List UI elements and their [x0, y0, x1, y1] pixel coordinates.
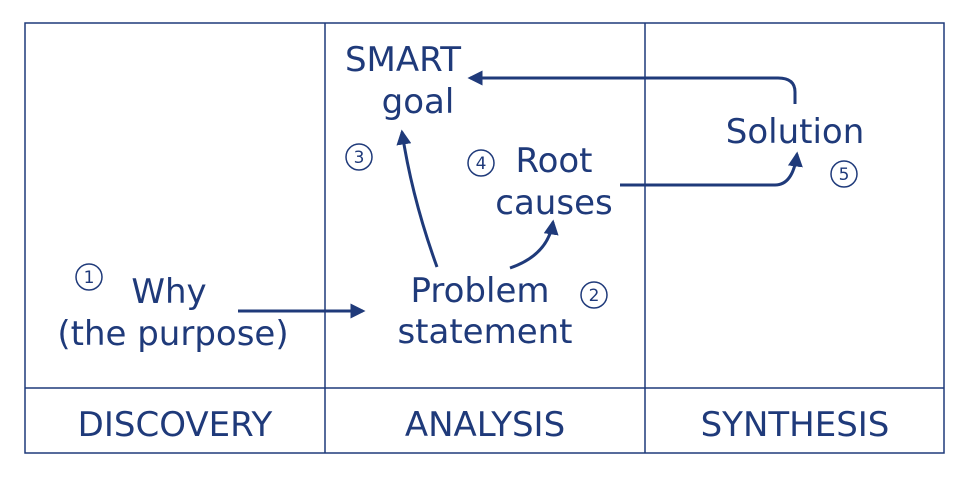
- node-smart-goal: SMART goal 3: [345, 40, 461, 171]
- node-root-causes: Root causes 4: [467, 141, 613, 223]
- step-number-4: 4: [476, 154, 487, 174]
- step-number-5: 5: [839, 165, 850, 185]
- step-badge-1: [75, 263, 103, 291]
- step-badge-2: [580, 281, 608, 309]
- node-problem-line1: Problem: [410, 271, 549, 311]
- node-why-line2: (the purpose): [57, 314, 288, 354]
- node-smart-line1: SMART: [345, 40, 461, 80]
- step-badge-3: [345, 143, 373, 171]
- node-solution-line1: Solution: [726, 112, 865, 152]
- step-badge-5: [830, 160, 858, 188]
- node-smart-line2: goal: [382, 82, 455, 122]
- node-why: Why (the purpose) 1: [57, 263, 289, 354]
- node-root-line2: causes: [495, 183, 612, 223]
- phase-label-synthesis: SYNTHESIS: [701, 405, 890, 445]
- arrow-root-to-solution: [620, 151, 803, 187]
- phase-label-discovery: DISCOVERY: [78, 405, 273, 445]
- node-why-line1: Why: [131, 272, 206, 312]
- arrow-problem-to-smart: [396, 129, 439, 268]
- node-solution: Solution 5: [726, 112, 865, 188]
- arrow-solution-to-smart: [467, 70, 797, 104]
- node-root-line1: Root: [515, 141, 592, 181]
- step-number-1: 1: [84, 268, 95, 288]
- phase-label-analysis: ANALYSIS: [405, 405, 565, 445]
- diagram-frame: [24, 22, 945, 454]
- step-badge-4: [467, 149, 495, 177]
- node-problem-statement: Problem statement 2: [397, 271, 608, 352]
- step-number-3: 3: [354, 148, 365, 168]
- arrow-problem-to-root: [509, 219, 559, 270]
- step-number-2: 2: [589, 286, 600, 306]
- node-problem-line2: statement: [397, 312, 572, 352]
